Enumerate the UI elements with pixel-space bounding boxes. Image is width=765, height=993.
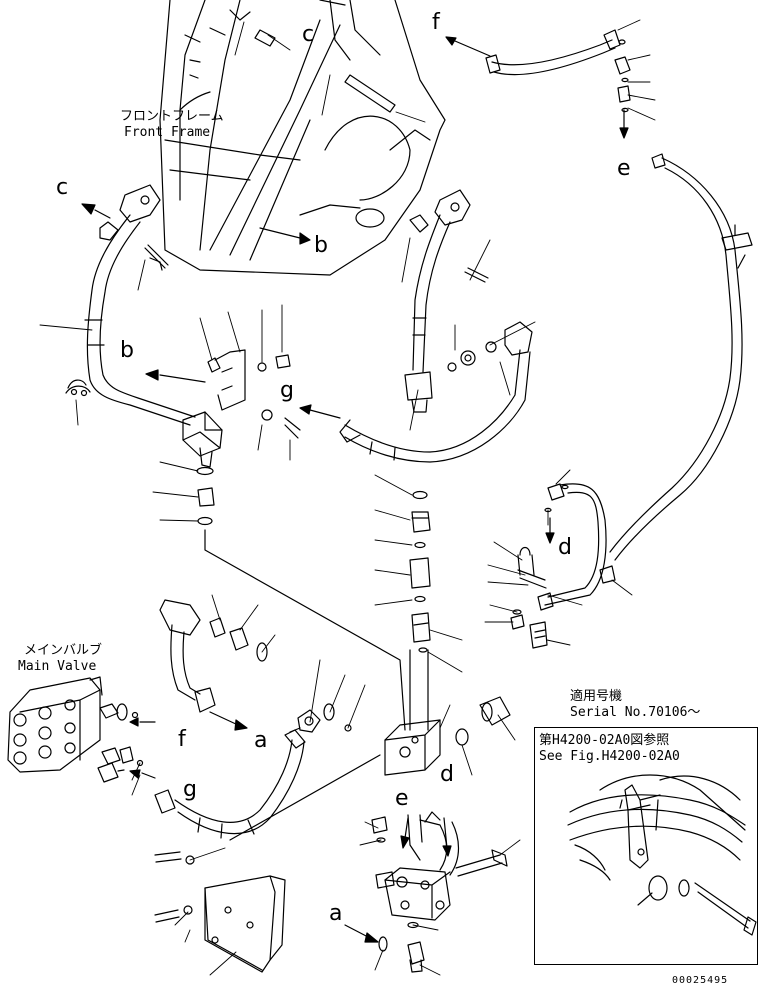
applicable-serial-label-jp: 適用号機 <box>570 689 623 704</box>
lower-left-hose <box>154 599 306 839</box>
connection-letter-a-mid: a <box>254 728 268 753</box>
connection-letter-e-top: e <box>617 156 631 181</box>
hose-bracket <box>207 349 301 439</box>
connection-letter-f-top: f <box>432 10 440 35</box>
distribution-block <box>229 696 511 841</box>
front-frame <box>159 0 446 276</box>
serial-number-label: Serial No.70106～ <box>570 705 701 720</box>
main-valve-label-jp: メインバルブ <box>24 643 103 658</box>
drawing-code: 00025495 <box>672 975 729 986</box>
right-long-hose <box>485 29 753 561</box>
inset-detail-box: 第H4200-02A0図参照 See Fig.H4200-02A0 <box>534 727 758 965</box>
connection-letter-b-frame: b <box>314 233 328 258</box>
front-frame-label-jp: フロントフレーム <box>120 109 224 124</box>
connection-letter-g-valve: g <box>183 777 197 802</box>
connection-letter-c-left: c <box>56 175 69 200</box>
center-hydraulic-hose <box>339 189 533 463</box>
pilot-valve-assembly <box>154 811 508 973</box>
connection-letter-g-mid: g <box>280 378 294 403</box>
see-figure-label-jp: 第H4200-02A0図参照 <box>539 733 670 748</box>
connection-letter-b-left: b <box>120 338 134 363</box>
center-fitting-stack <box>196 466 431 731</box>
connection-letter-c-top: c <box>302 22 315 47</box>
connection-letter-a-bottom: a <box>329 901 343 926</box>
connection-letter-d-bottom: d <box>440 762 454 787</box>
main-valve <box>7 676 144 783</box>
connection-letter-f-valve: f <box>178 727 186 752</box>
left-hydraulic-hose <box>65 184 223 468</box>
right-small-hose <box>510 483 616 649</box>
connection-arrows <box>81 36 629 943</box>
see-figure-label-en: See Fig.H4200-02A0 <box>539 749 680 764</box>
front-frame-label-en: Front Frame <box>124 125 211 140</box>
connection-letter-d-right: d <box>558 535 572 560</box>
connection-letter-e-bottom: e <box>395 786 409 811</box>
leader-lines <box>39 19 656 976</box>
inset-detail-drawing <box>567 774 757 936</box>
main-valve-label-en: Main Valve <box>18 659 97 674</box>
